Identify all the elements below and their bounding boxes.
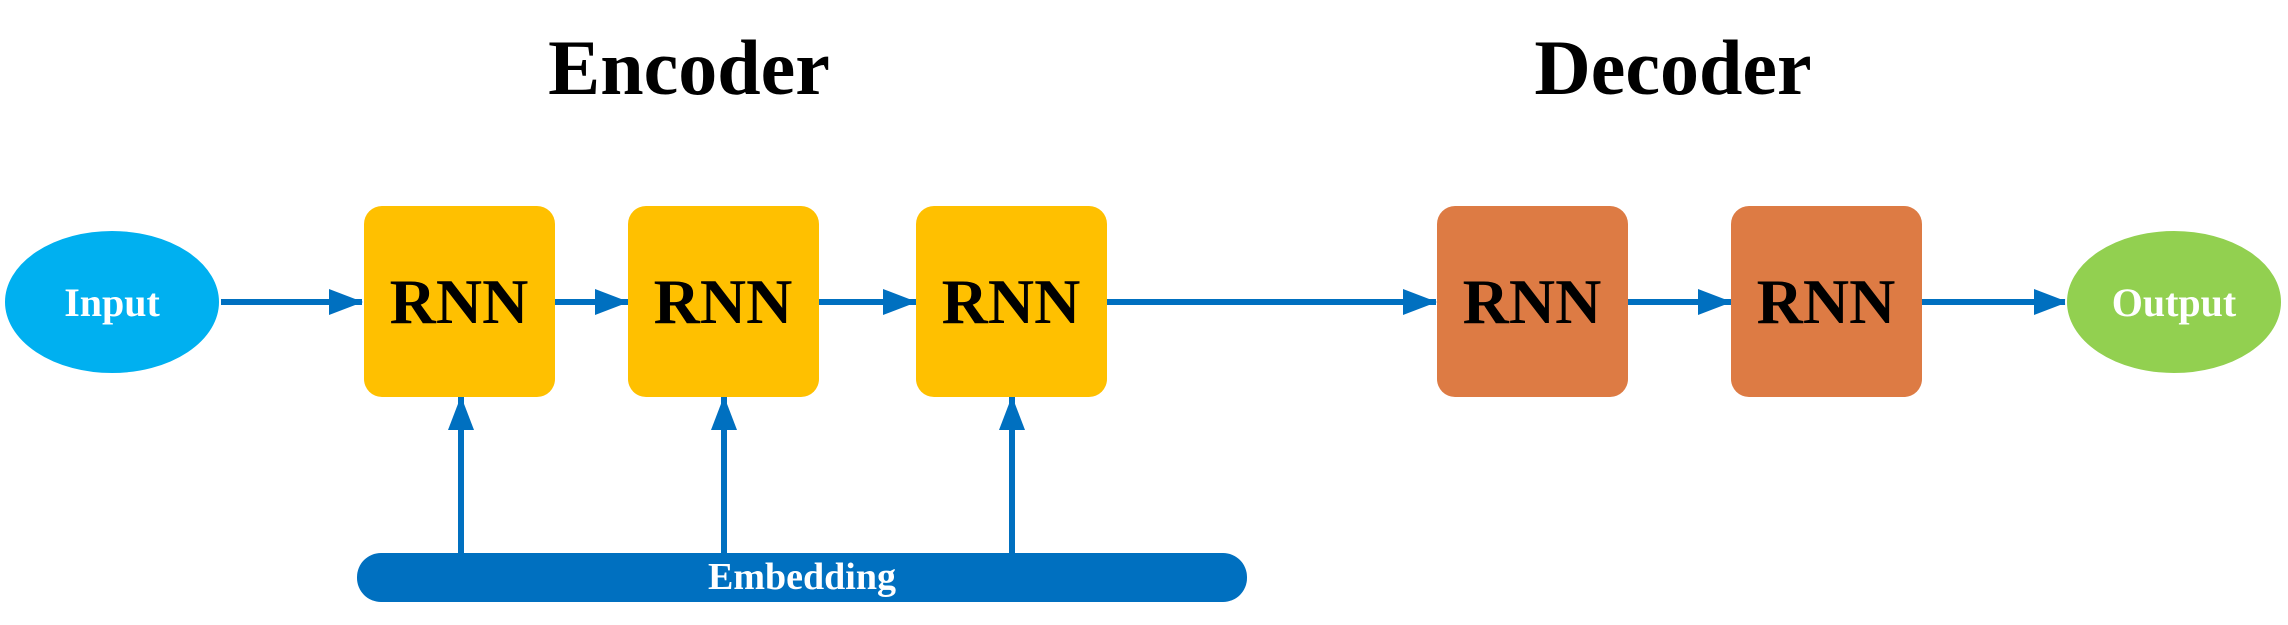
encoder-rnn-2-label: RNN <box>654 266 793 337</box>
encoder-rnn-1-box <box>364 206 555 397</box>
output-ellipse <box>2065 229 2283 375</box>
encoder-rnn-2-box <box>628 206 819 397</box>
decoder-rnn-2: RNN <box>1731 206 1922 397</box>
embedding-bar: Embedding <box>357 553 1247 602</box>
encoder-rnn-1: RNN <box>364 206 555 397</box>
decoder-rnn-1-box <box>1437 206 1628 397</box>
encoder-rnn-3-box <box>916 206 1107 397</box>
decoder-title: Decoder <box>1534 24 1811 111</box>
input-ellipse <box>3 229 221 375</box>
embedding-rect <box>357 553 1247 602</box>
encoder-rnn-3: RNN <box>916 206 1107 397</box>
input-node: Input <box>3 229 221 375</box>
output-label: Output <box>2112 280 2237 325</box>
encoder-rnn-1-label: RNN <box>390 266 529 337</box>
input-label: Input <box>64 280 160 325</box>
decoder-rnn-2-label: RNN <box>1757 266 1896 337</box>
encoder-rnn-3-label: RNN <box>942 266 1081 337</box>
decoder-rnn-1: RNN <box>1437 206 1628 397</box>
output-node: Output <box>2065 229 2283 375</box>
decoder-rnn-2-box <box>1731 206 1922 397</box>
encoder-title: Encoder <box>548 24 830 111</box>
encoder-rnn-2: RNN <box>628 206 819 397</box>
decoder-rnn-1-label: RNN <box>1463 266 1602 337</box>
embedding-label: Embedding <box>708 556 896 598</box>
